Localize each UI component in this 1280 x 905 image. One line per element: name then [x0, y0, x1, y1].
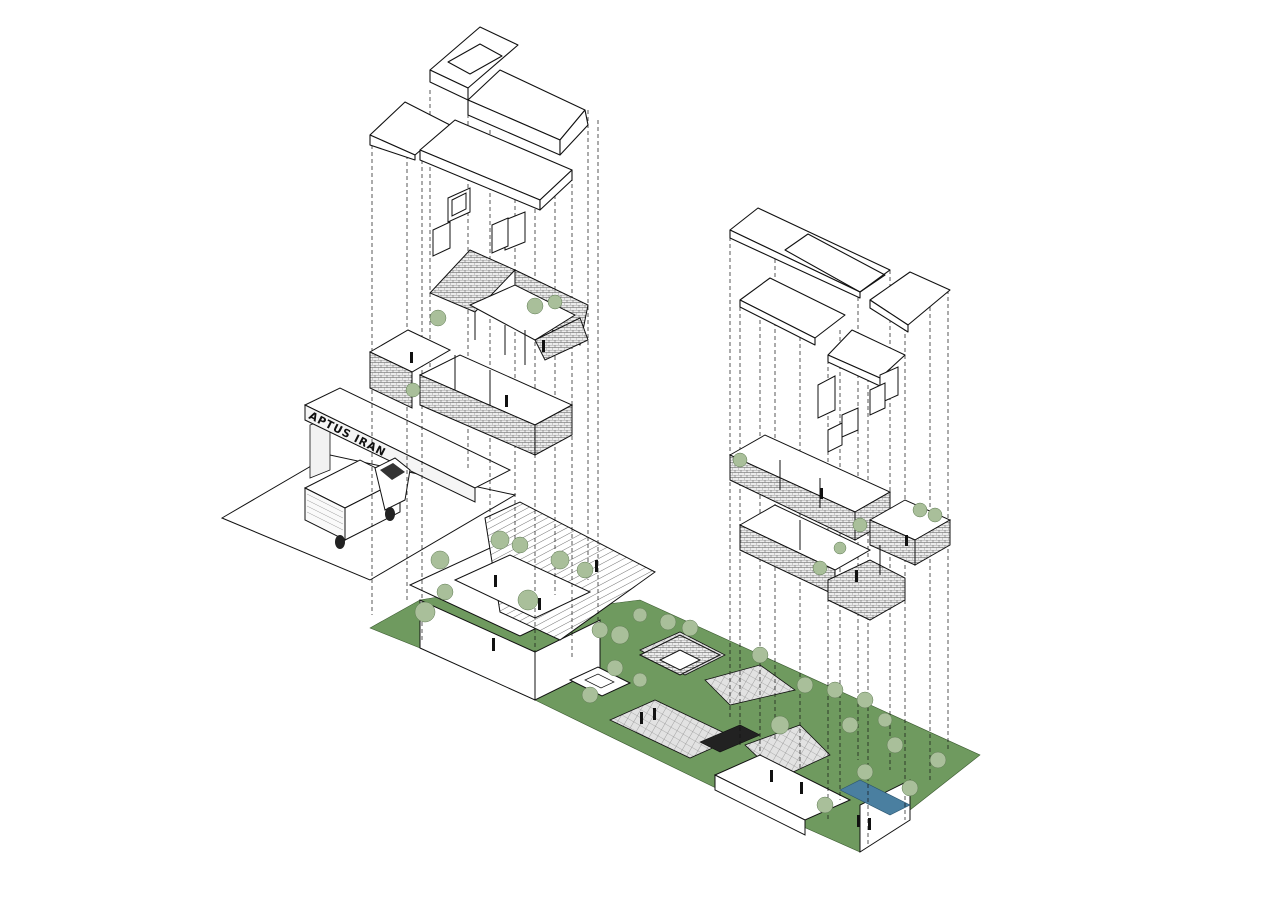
canopy-edge	[304, 404, 476, 503]
person-icon	[868, 818, 871, 830]
person-icon	[855, 570, 858, 582]
person-icon	[494, 575, 497, 587]
water-channel	[839, 779, 911, 816]
person-icon	[410, 352, 413, 363]
loading-area: APTUS IRAN	[220, 387, 517, 581]
right-roofs	[729, 207, 951, 387]
person-icon	[800, 782, 803, 794]
person-icon	[595, 560, 598, 572]
person-icon	[492, 638, 495, 651]
trees	[405, 294, 947, 814]
right-floor-plate	[728, 434, 952, 621]
small-pool-inner	[584, 673, 615, 689]
person-icon	[905, 535, 908, 546]
person-icon	[640, 712, 643, 724]
paving-area-2	[704, 664, 796, 706]
person-icon	[542, 340, 545, 352]
person-icon	[653, 708, 656, 720]
pavilion	[638, 634, 722, 676]
person-icon	[820, 488, 823, 499]
truck-icon	[303, 457, 411, 549]
person-icon	[857, 815, 860, 827]
person-icon	[770, 770, 773, 782]
person-icon	[505, 395, 508, 407]
inner-courtyard	[453, 554, 592, 619]
left-roofs	[369, 26, 589, 211]
site-ground	[369, 501, 981, 853]
person-icon	[538, 598, 541, 610]
people	[410, 340, 908, 830]
right-windows	[817, 366, 899, 453]
lower-box-wall	[714, 774, 806, 836]
left-windows	[432, 187, 526, 257]
